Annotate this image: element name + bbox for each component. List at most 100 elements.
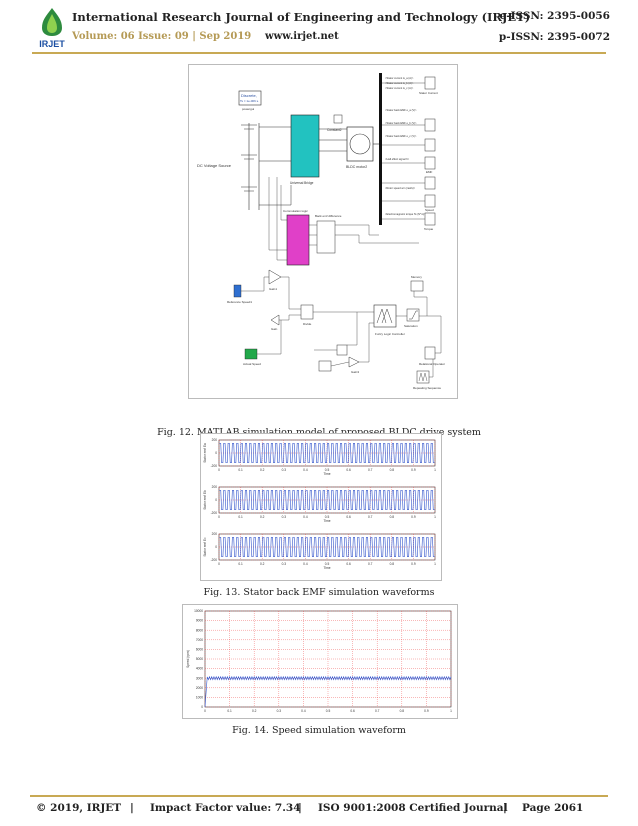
y-tick-label: 200: [212, 485, 218, 489]
y-tick-label: 5000: [196, 657, 203, 661]
x-tick-label: 0.8: [400, 709, 405, 713]
scope-icon: [424, 212, 436, 226]
figure-14-caption: Fig. 14. Speed simulation waveform: [232, 725, 406, 736]
header-divider: [32, 52, 606, 54]
x-tick-label: 0.7: [368, 515, 373, 519]
reference-speed-block: [233, 284, 242, 298]
signal-label: <Stator back EMF e_c (V)>: [385, 134, 417, 138]
fuzzy-controller-block: [373, 304, 397, 328]
volume-issue: Volume: 06 Issue: 09 | Sep 2019: [72, 31, 252, 42]
x-tick-label: 0.1: [238, 515, 243, 519]
x-tick-label: 0.5: [326, 709, 331, 713]
x-tick-label: 0.1: [238, 562, 243, 566]
backemf-diff-block: [316, 220, 336, 254]
footer-impact-factor: Impact Factor value: 7.34: [150, 802, 301, 814]
actual-speed-block: [244, 348, 258, 360]
y-tick-label: 3000: [196, 676, 203, 680]
memory-label: Memory: [411, 275, 422, 279]
x-tick-label: 0.3: [282, 468, 287, 472]
repeating-sequence-block: [416, 370, 430, 384]
footer-copyright: © 2019, IRJET: [36, 802, 122, 814]
y-tick-label: 9000: [196, 619, 203, 623]
x-tick-label: 0.2: [260, 562, 265, 566]
scope-icon: [424, 76, 436, 90]
footer-iso: ISO 9001:2008 Certified Journal: [318, 802, 508, 814]
website-link[interactable]: www.irjet.net: [265, 31, 339, 42]
x-tick-label: 0.9: [411, 468, 416, 472]
relational-label: Relational Operator: [419, 362, 445, 366]
footer-separator: |: [298, 802, 302, 814]
y-tick-label: 200: [212, 438, 218, 442]
y-tick-label: 0: [215, 545, 217, 549]
divide-block: [300, 304, 314, 320]
x-tick-label: 0.5: [325, 468, 330, 472]
powergui-block: [238, 90, 262, 106]
emf-label: EMF: [426, 170, 433, 174]
y-tick-label: -200: [211, 511, 218, 515]
x-tick-label: 0.3: [277, 709, 282, 713]
x-tick-label: 0.9: [424, 709, 429, 713]
x-tick-label: 0.7: [368, 562, 373, 566]
figure-simulink-model: Discrete, Ts = 1e-006 s. powergui DC Vol…: [188, 64, 458, 399]
x-tick-label: 0.7: [368, 468, 373, 472]
x-tick-label: 0.6: [346, 468, 351, 472]
x-tick-label: 0: [204, 709, 206, 713]
bldc-motor-label: BLDC motor2: [346, 165, 367, 169]
x-tick-label: 0.4: [303, 468, 308, 472]
x-tick-label: 0: [218, 468, 220, 472]
discrete-label: Discrete,: [241, 93, 257, 98]
x-tick-label: 0.4: [303, 562, 308, 566]
gain1-block: [268, 269, 282, 285]
saturation-label: Saturation: [404, 324, 418, 328]
x-tick-label: 1: [434, 562, 436, 566]
x-tick-label: 0: [218, 515, 220, 519]
y-axis-label: Stator emf Ec: [203, 537, 207, 557]
footer-separator: |: [503, 802, 507, 814]
x-tick-label: 0.8: [390, 468, 395, 472]
y-tick-label: 4000: [196, 667, 203, 671]
x-tick-label: 0.3: [282, 515, 287, 519]
figure-12-caption: Fig. 12. MATLAB simulation model of prop…: [157, 427, 481, 438]
x-tick-label: 0.2: [260, 468, 265, 472]
fuzzy-label: Fuzzy Logic Controller: [375, 332, 405, 336]
x-tick-label: 0: [218, 562, 220, 566]
dc-source-label: DC Voltage Source: [197, 163, 232, 168]
page-footer: © 2019, IRJET | Impact Factor value: 7.3…: [0, 802, 638, 820]
y-tick-label: 0: [215, 451, 217, 455]
commutation-label: Commutation logic: [283, 209, 308, 213]
y-axis-label: Stator emf Ea: [203, 443, 207, 463]
footer-separator: |: [130, 802, 134, 814]
signal-label: <Stator back EMF e_b (V)>: [385, 121, 417, 125]
signal-label: <Rotor speed wm (rad/s)>: [385, 186, 416, 190]
scope-icon: [424, 138, 436, 152]
constant-block: [333, 114, 343, 124]
actual-speed-label: Actual Speed: [243, 362, 261, 366]
y-tick-label: 0: [201, 705, 203, 709]
x-tick-label: 0.3: [282, 562, 287, 566]
backemf-diff-label: Back emf difference: [315, 214, 342, 218]
journal-title: International Research Journal of Engine…: [72, 10, 531, 24]
relational-block: [424, 346, 436, 360]
y-tick-label: -200: [211, 558, 218, 562]
x-tick-label: 0.6: [350, 709, 355, 713]
x-axis-label: Time: [324, 472, 331, 476]
x-tick-label: 0.7: [375, 709, 380, 713]
figure-13-caption: Fig. 13. Stator back EMF simulation wave…: [203, 587, 435, 598]
x-tick-label: 0.5: [325, 562, 330, 566]
x-axis-label: Time: [324, 566, 331, 570]
x-tick-label: 0.4: [303, 515, 308, 519]
scope-icon: [424, 156, 436, 170]
constant-label: Constant2: [327, 128, 342, 132]
data-series-line: [219, 442, 435, 464]
data-series-line: [219, 489, 435, 511]
x-tick-label: 0.5: [325, 515, 330, 519]
signal-label: <Stator current is_c (A)>: [385, 86, 414, 90]
y-tick-label: 8000: [196, 628, 203, 632]
gain-block: [270, 314, 280, 326]
universal-bridge-label: Universal Bridge: [290, 181, 314, 185]
y-tick-label: 7000: [196, 638, 203, 642]
powergui-label: powergui: [242, 107, 255, 111]
